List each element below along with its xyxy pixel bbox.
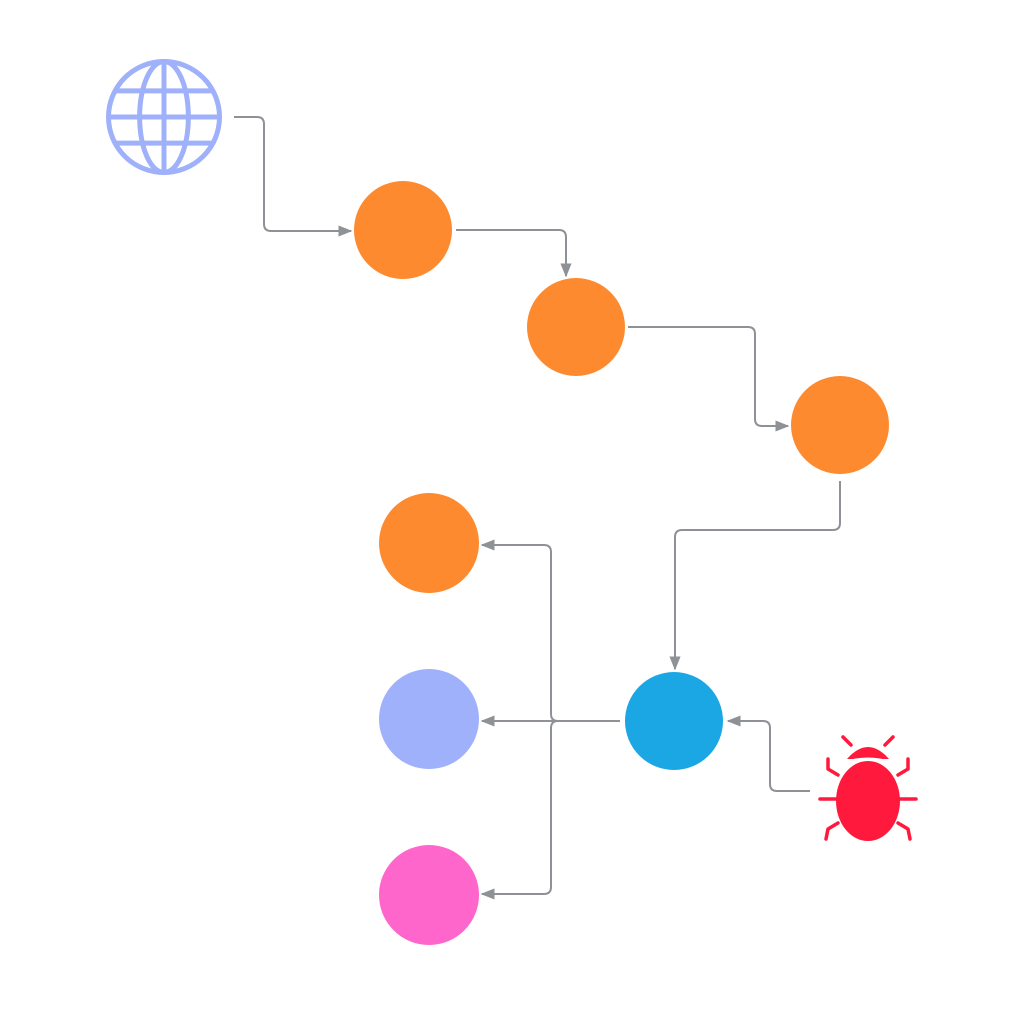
node-circle-node-3 (791, 376, 889, 474)
globe-icon (106, 59, 222, 175)
bug-icon (818, 735, 918, 841)
connector-node-hub-to-node-out-top (480, 539, 620, 722)
node-circle-node-out-top (379, 493, 479, 593)
connector-node-1-to-node-2 (456, 229, 572, 278)
connector-bug-to-node-hub (726, 715, 810, 792)
connector-globe-to-node-1 (234, 116, 353, 237)
connectors (234, 116, 841, 900)
node-circle-node-out-middle (379, 669, 479, 769)
connector-node-2-to-node-3 (628, 326, 790, 432)
nodes (106, 59, 918, 945)
node-circle-node-2 (527, 278, 625, 376)
node-circle-node-1 (354, 181, 452, 279)
connector-node-3-to-node-hub (669, 481, 841, 671)
node-circle-node-out-bottom (379, 845, 479, 945)
node-circle-node-hub (625, 672, 723, 770)
connector-node-hub-to-node-out-bottom (480, 720, 620, 900)
